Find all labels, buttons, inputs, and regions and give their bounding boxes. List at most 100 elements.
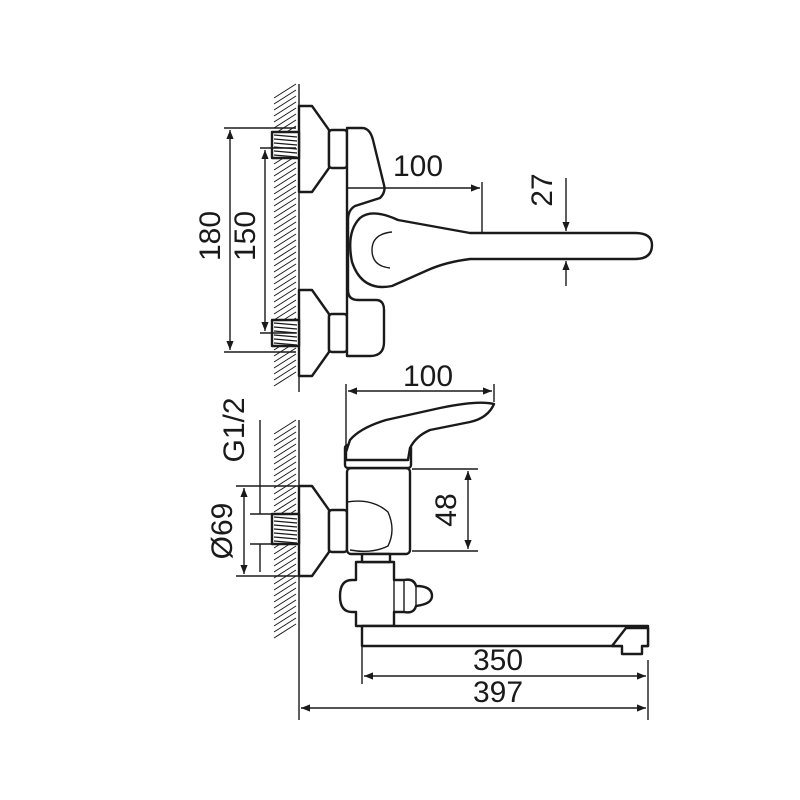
dimension-flange-diameter: Ø69 — [206, 485, 298, 577]
hatch-line — [273, 179, 297, 195]
thread-line — [273, 524, 298, 528]
lower-flange — [297, 288, 331, 378]
upper-flange — [297, 104, 331, 194]
thread-line — [273, 138, 298, 142]
spout-neck — [360, 552, 392, 564]
hatch-line — [273, 191, 297, 207]
side-nut — [327, 508, 349, 554]
dimension-thread: G1/2 — [218, 397, 272, 572]
label-350: 350 — [473, 644, 523, 677]
hatch-line — [273, 545, 297, 561]
dimension-handle-reach-top: 100 — [348, 150, 483, 232]
label-100-side: 100 — [403, 360, 453, 393]
hatch-line — [273, 251, 297, 267]
thread-line — [273, 536, 298, 540]
hatch-line — [273, 593, 297, 609]
hatch-line — [273, 443, 297, 459]
hatch-line — [273, 467, 297, 483]
hatch-line — [273, 305, 297, 321]
label-100-top: 100 — [393, 150, 443, 183]
dimension-overall-length: 397 — [298, 640, 649, 720]
diverter-valve — [338, 560, 434, 628]
label-180: 180 — [194, 211, 227, 261]
thread-line — [273, 540, 298, 544]
hatch-line — [273, 497, 297, 513]
hatch-line — [273, 197, 297, 213]
thread-line — [273, 322, 298, 326]
hatch-line — [273, 269, 297, 285]
hatch-line — [273, 623, 297, 639]
hatch-line — [273, 365, 297, 381]
hatch-line — [273, 245, 297, 261]
hatch-line — [273, 347, 297, 363]
thread-line — [273, 334, 298, 338]
hatch-line — [273, 551, 297, 567]
body-side-curve — [346, 500, 393, 553]
mixer-body-side — [345, 466, 412, 556]
hatch-line — [273, 431, 297, 447]
hatch-line — [273, 425, 297, 441]
thread-line — [273, 520, 298, 524]
thread-line — [273, 342, 298, 346]
hatch-line — [273, 575, 297, 591]
hatch-line — [273, 461, 297, 477]
hatch-line — [273, 353, 297, 369]
dimension-handle-reach-side: 100 — [345, 360, 495, 446]
handle-lever-inner — [371, 231, 393, 269]
faucet-top-view — [270, 104, 654, 378]
hatch-line — [273, 167, 297, 183]
hatch-line — [273, 293, 297, 309]
hatch-line — [273, 233, 297, 249]
hatch-line — [273, 581, 297, 597]
hatch-line — [273, 221, 297, 237]
hatch-line — [273, 599, 297, 615]
dimension-spout-length: 350 — [361, 644, 649, 684]
label-27: 27 — [526, 173, 559, 206]
hatch-line — [273, 263, 297, 279]
hatch-line — [273, 161, 297, 177]
hatch-line — [273, 275, 297, 291]
hatch-line — [273, 611, 297, 627]
hatch-line — [273, 239, 297, 255]
hatch-line — [273, 449, 297, 465]
hatch-line — [273, 359, 297, 375]
upper-nut — [327, 128, 349, 170]
hatch-line — [273, 299, 297, 315]
label-flange-diameter: Ø69 — [206, 503, 239, 560]
hatch-line — [273, 485, 297, 501]
hatch-line — [273, 569, 297, 585]
hatch-line — [273, 173, 297, 189]
hatch-line — [273, 209, 297, 225]
hatch-line — [273, 587, 297, 603]
hatch-line — [273, 371, 297, 387]
lower-nut — [327, 312, 349, 354]
label-397: 397 — [473, 676, 523, 709]
hatch-line — [273, 605, 297, 621]
thread-line — [273, 528, 298, 532]
label-thread: G1/2 — [218, 397, 251, 462]
thread-line — [273, 330, 298, 334]
spout — [360, 624, 650, 648]
hatch-line — [273, 101, 297, 117]
thread-line — [273, 154, 298, 158]
hatch-line — [273, 557, 297, 573]
hatch-line — [273, 491, 297, 507]
label-48: 48 — [430, 493, 463, 526]
thread-line — [273, 532, 298, 536]
hatch-line — [273, 281, 297, 297]
hatch-line — [273, 107, 297, 123]
hatch-line — [273, 437, 297, 453]
thread-line — [273, 516, 298, 520]
hatch-line — [273, 455, 297, 471]
thread-line — [273, 326, 298, 330]
hatch-line — [273, 83, 297, 99]
thread-line — [273, 150, 298, 154]
faucet-side-view — [270, 401, 650, 656]
spout-tip — [610, 626, 650, 656]
thread-line — [273, 142, 298, 146]
thread-line — [273, 134, 298, 138]
dimension-height-centers: 150 — [229, 147, 296, 334]
hatch-line — [273, 419, 297, 435]
hatch-line — [273, 287, 297, 303]
